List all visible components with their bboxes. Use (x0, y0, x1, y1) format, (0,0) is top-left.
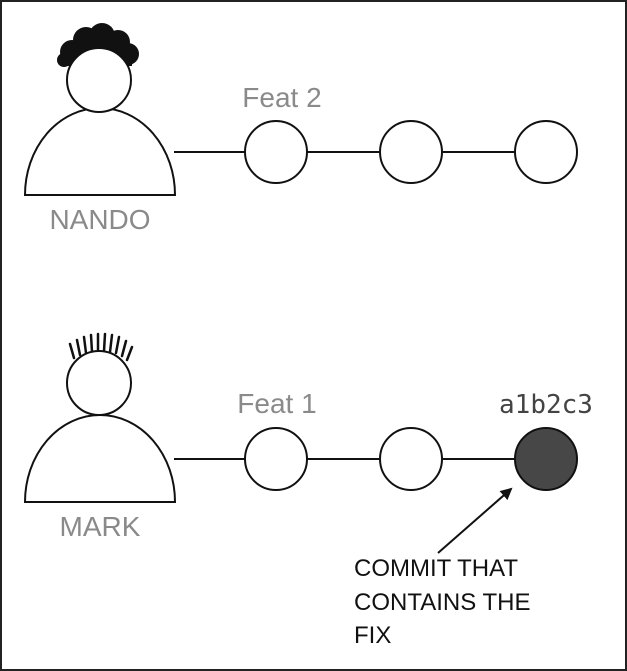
fix-commit-hash-label: a1b2c3 (499, 390, 593, 420)
mark-head (66, 350, 132, 416)
feat-1-branch-label: Feat 1 (237, 388, 316, 419)
fix-annotation: COMMIT THAT CONTAINS THE FIX (354, 487, 530, 649)
annotation-line-3: FIX (354, 622, 391, 649)
spiky-hair-icon (68, 332, 134, 362)
mark-commit-1 (244, 427, 308, 491)
nando-head (66, 47, 132, 113)
annotation-line-2: CONTAINS THE (354, 589, 530, 616)
nando-commit-2 (379, 120, 443, 184)
mark-commit-2 (379, 427, 443, 491)
nando-commit-1 (244, 120, 308, 184)
annotation-arrow (437, 487, 513, 554)
annotation-line-1: COMMIT THAT (354, 555, 518, 582)
mark-group: MARK Feat 1 a1b2c3 (23, 332, 593, 542)
feat-2-branch-label: Feat 2 (242, 82, 321, 113)
nando-group: NANDO Feat 2 (23, 23, 578, 235)
nando-commit-3 (514, 120, 578, 184)
nando-name-label: NANDO (49, 204, 150, 235)
fix-commit-node (514, 427, 578, 491)
mark-name-label: MARK (60, 511, 141, 542)
